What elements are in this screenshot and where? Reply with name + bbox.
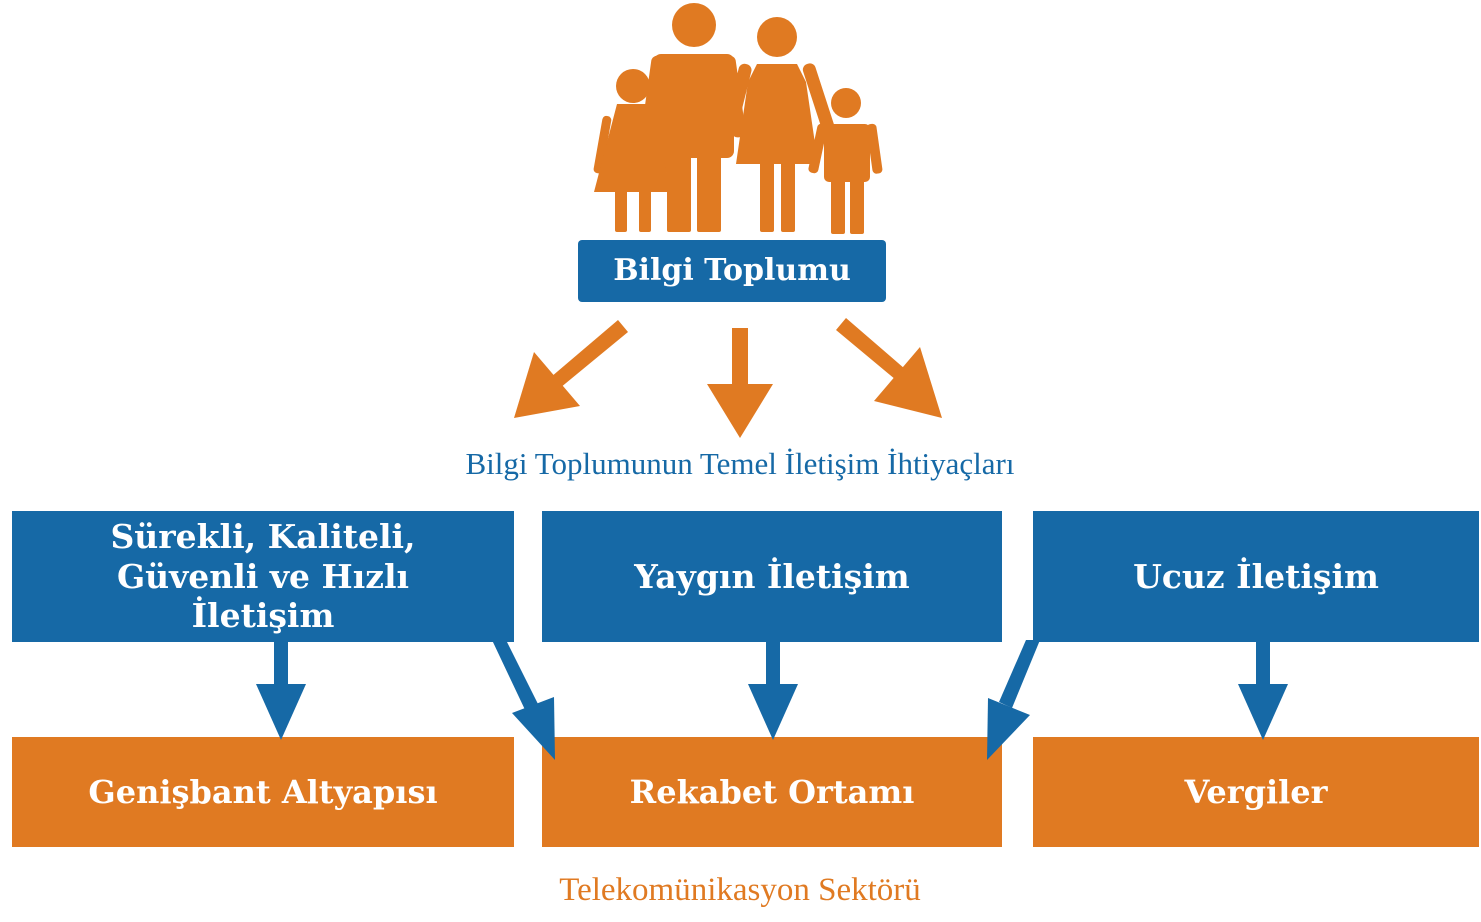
arrow-need2-to-sector2 bbox=[748, 640, 798, 740]
arrow-need1-to-sector1 bbox=[256, 640, 306, 740]
arrow-to-center bbox=[707, 328, 773, 438]
arrow-to-left bbox=[514, 320, 628, 418]
need-box-1 bbox=[12, 511, 514, 642]
sector-box-2 bbox=[542, 737, 1002, 847]
top-node-box bbox=[578, 240, 886, 302]
sector-caption: Telekomünikasyon Sektörü bbox=[559, 872, 921, 908]
top-node-label: Bilgi Toplumu bbox=[613, 253, 851, 288]
arrow-need3-to-sector2 bbox=[987, 640, 1040, 760]
family-icon bbox=[593, 3, 883, 234]
woman-figure bbox=[724, 17, 835, 232]
need-label-2: Yaygın İletişim bbox=[634, 556, 910, 596]
arrow-need3-to-sector3 bbox=[1238, 640, 1288, 740]
needs-caption: Bilgi Toplumunun Temel İletişim İhtiyaçl… bbox=[465, 446, 1015, 481]
arrow-to-right bbox=[836, 318, 942, 418]
top-arrows bbox=[514, 318, 942, 438]
sector-label-3: Vergiler bbox=[1184, 772, 1328, 811]
need-box-2 bbox=[542, 511, 1002, 642]
sector-label-1: Genişbant Altyapısı bbox=[88, 772, 438, 811]
sector-box-1 bbox=[12, 737, 514, 847]
need-box-3 bbox=[1033, 511, 1479, 642]
sector-label-2: Rekabet Ortamı bbox=[629, 772, 915, 811]
arrow-need1-to-sector2 bbox=[492, 640, 555, 760]
need-label-1: Sürekli, Kaliteli, Güvenli ve Hızlı İlet… bbox=[110, 517, 416, 636]
bottom-arrows bbox=[256, 640, 1288, 760]
boy-figure bbox=[808, 88, 883, 234]
sector-box-3 bbox=[1033, 737, 1479, 847]
need-label-3: Ucuz İletişim bbox=[1133, 556, 1379, 596]
